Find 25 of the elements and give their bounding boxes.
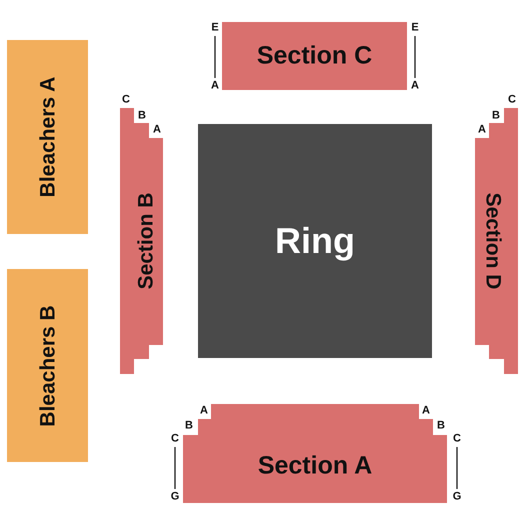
- row-letter: C: [122, 94, 130, 106]
- row-letter: A: [422, 406, 430, 416]
- section-label: Section D: [482, 192, 503, 290]
- row-letter: A: [153, 124, 161, 136]
- row-letter: B: [185, 420, 193, 432]
- section-label: Section B: [135, 192, 156, 290]
- row-letter: C: [453, 434, 461, 444]
- row-letter: G: [452, 492, 462, 502]
- section-label: Bleachers B: [37, 304, 58, 426]
- row-letter: B: [138, 110, 146, 122]
- row-letter: B: [437, 420, 445, 432]
- section-label: Section A: [258, 453, 372, 478]
- row-letter: B: [492, 110, 500, 122]
- row-letter: E: [411, 22, 419, 34]
- row-letter: A: [200, 406, 208, 416]
- section-label: Ring: [275, 223, 355, 259]
- row-letter: A: [211, 80, 219, 92]
- section-label: Section C: [256, 44, 372, 68]
- row-letter: E: [211, 22, 219, 34]
- row-letter: C: [508, 94, 516, 106]
- row-letter: G: [170, 492, 180, 502]
- row-letter: C: [171, 434, 179, 444]
- row-letter: A: [411, 80, 419, 92]
- section-label: Bleachers A: [37, 76, 58, 198]
- row-letter: A: [478, 124, 486, 136]
